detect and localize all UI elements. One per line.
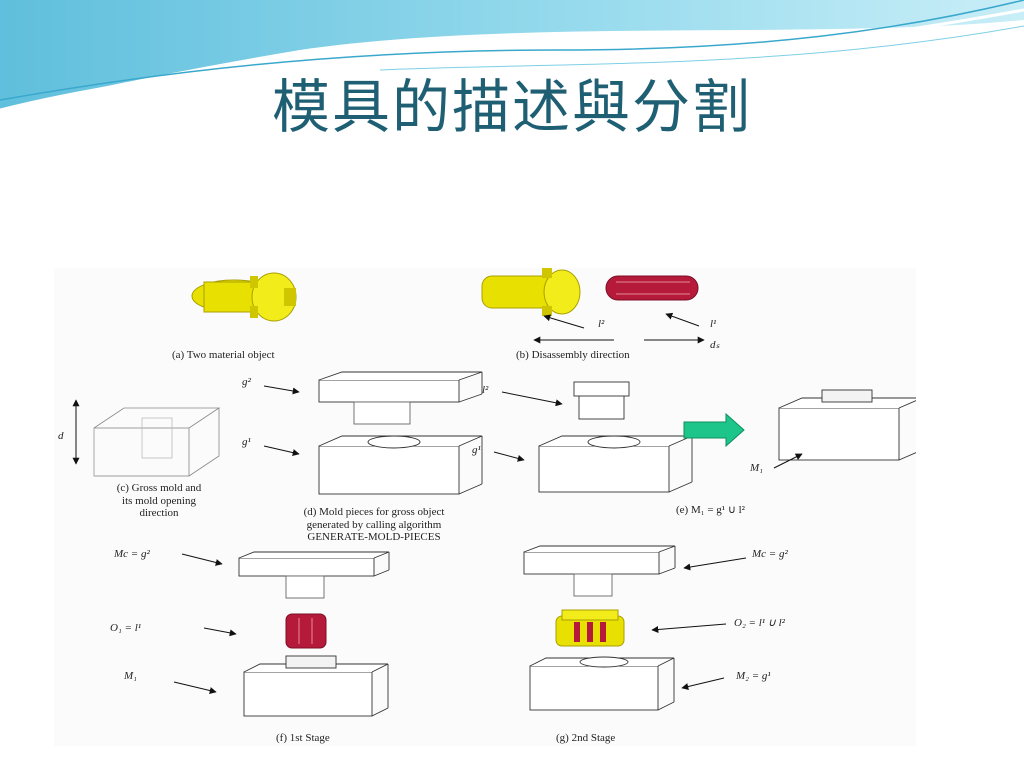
arrow-m1 [773, 453, 803, 469]
mold-piece-g1-second [538, 435, 693, 493]
disassembly-red-part [605, 275, 699, 301]
label-f-o1: O₁ = l¹ [110, 622, 142, 634]
caption-c-line1: (c) Gross mold and [116, 482, 202, 494]
stage1-red-core [285, 613, 327, 649]
mold-piece-l2 [573, 381, 630, 420]
arrow-g-m2 [681, 677, 725, 690]
arrow-g2 [263, 385, 300, 395]
caption-f: (f) 1st Stage [276, 732, 330, 744]
header-wave-decoration [0, 0, 1024, 112]
caption-c-line3: direction [139, 507, 179, 520]
stage2-m2-block [529, 656, 675, 711]
arrow-f-mc [181, 553, 223, 566]
label-g-mc: Mc = g² [752, 548, 788, 560]
label-f-mc: Mc = g² [114, 548, 150, 560]
label-g-m2: M₂ = g¹ [736, 670, 771, 682]
arrow-g-mc [683, 557, 747, 571]
stage2-mc-block [523, 545, 676, 597]
label-d-g1: g¹ [242, 436, 251, 448]
caption-c-line2: its mold opening [122, 494, 196, 507]
caption-e: (e) M₁ = g¹ ∪ l² [676, 504, 745, 516]
stage1-m1-block [243, 655, 389, 717]
caption-d: (d) Mold pieces for gross object generat… [254, 506, 494, 544]
arrow-f-m1 [173, 681, 217, 694]
caption-d-line2: generated by calling algorithm [306, 518, 442, 531]
green-arrow-icon [683, 412, 745, 448]
arrow-g1-second [493, 451, 525, 462]
stage1-mc-block [238, 551, 390, 599]
mold-piece-g1 [318, 435, 483, 495]
label-f-m1: M₁ [124, 670, 137, 682]
caption-c: (c) Gross mold and its mold opening dire… [94, 482, 224, 520]
label-b-ds: dₛ [710, 339, 720, 351]
label-d-l2: l² [482, 384, 489, 396]
gross-mold-wireframe [93, 407, 221, 477]
arrow-f-o1 [203, 627, 237, 637]
caption-g: (g) 2nd Stage [556, 732, 616, 744]
label-b-l1: l¹ [710, 318, 717, 330]
disassembly-yellow-part [481, 268, 581, 316]
label-d-g1b: g¹ [472, 444, 481, 456]
mold-m1-block [778, 389, 916, 461]
label-e-m1: M₁ [750, 462, 763, 474]
label-d-g2: g² [242, 376, 251, 388]
arrow-l2-d [501, 391, 563, 407]
figure-drawing [72, 268, 916, 717]
arrow-l2 [543, 314, 585, 329]
mold-figure: (a) Two material object (b) Disassembly … [54, 268, 916, 746]
stage2-yellow-red-core [555, 609, 625, 647]
two-material-object [191, 272, 297, 322]
label-g-o2: O₂ = l¹ ∪ l² [734, 617, 785, 629]
label-c-d: d [58, 430, 64, 442]
caption-d-line1: (d) Mold pieces for gross object [303, 506, 445, 518]
arrow-g-o2 [651, 623, 727, 633]
slide-title: 模具的描述與分割 [271, 73, 752, 141]
mold-piece-g2 [318, 371, 483, 425]
arrow-l1 [665, 312, 700, 327]
caption-d-line3: GENERATE-MOLD-PIECES [307, 531, 441, 544]
arrow-g1 [263, 445, 300, 457]
caption-a: (a) Two material object [172, 349, 275, 361]
caption-b: (b) Disassembly direction [516, 349, 630, 361]
label-b-l2: l² [598, 318, 605, 330]
